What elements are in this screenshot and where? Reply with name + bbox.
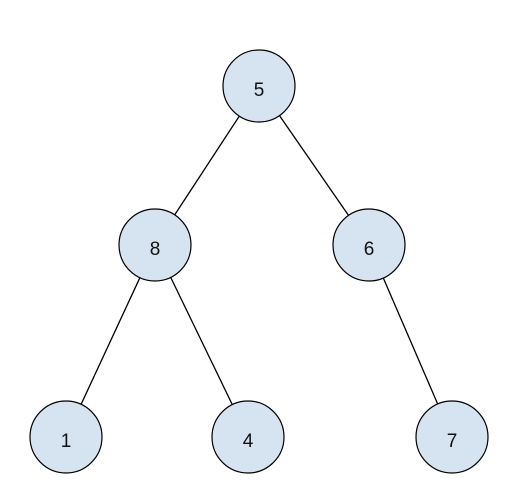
tree-edge-n8-n4 (170, 277, 233, 405)
tree-node-n1: 1 (29, 400, 103, 474)
tree-edge-n8-n1 (80, 277, 141, 405)
tree-node-n8: 8 (118, 208, 192, 282)
tree-node-label: 7 (447, 431, 458, 452)
tree-node-circle (29, 400, 103, 474)
tree-node-n4: 4 (211, 400, 285, 474)
tree-node-label: 6 (364, 239, 375, 260)
tree-node-circle (222, 49, 296, 123)
tree-nodes: 5 8 6 1 4 7 (29, 49, 489, 474)
tree-node-label: 1 (61, 431, 72, 452)
tree-node-label: 8 (150, 239, 161, 260)
tree-node-circle (415, 400, 489, 474)
tree-edge-n5-n6 (278, 115, 350, 216)
tree-node-circle (332, 208, 406, 282)
tree-node-n5: 5 (222, 49, 296, 123)
tree-node-n7: 7 (415, 400, 489, 474)
tree-edge-n5-n8 (174, 115, 240, 216)
tree-node-circle (118, 208, 192, 282)
tree-edge-n6-n7 (382, 277, 439, 405)
tree-node-label: 5 (254, 80, 265, 101)
tree-node-circle (211, 400, 285, 474)
tree-node-label: 4 (243, 431, 254, 452)
tree-edges (80, 115, 439, 405)
tree-node-n6: 6 (332, 208, 406, 282)
